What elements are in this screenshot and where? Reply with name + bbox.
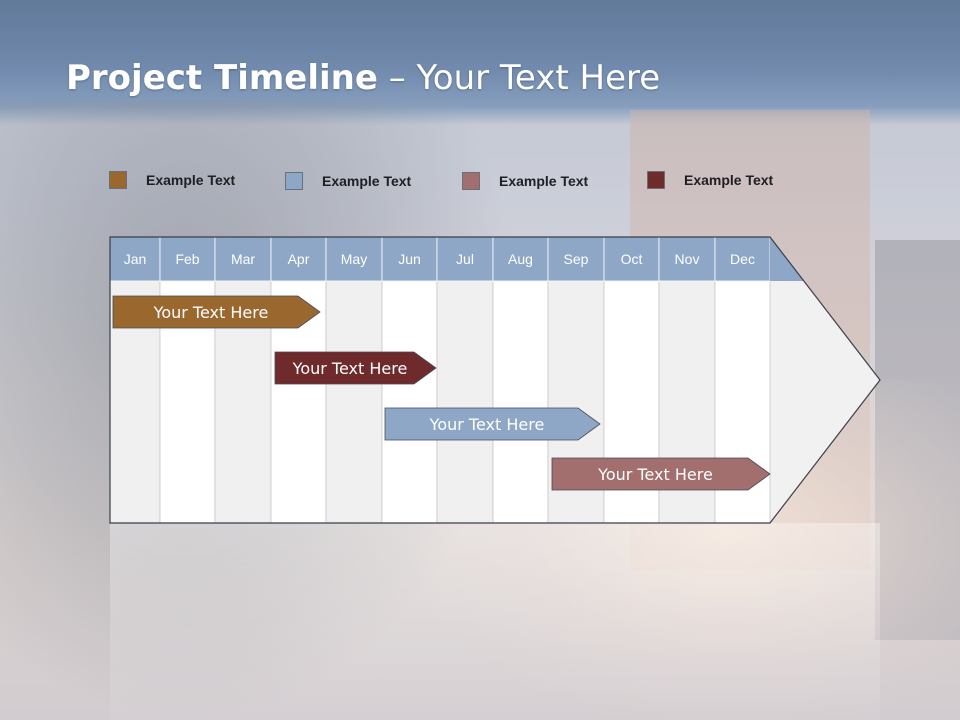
- month-label: Aug: [508, 251, 533, 267]
- task-bar[interactable]: [384, 407, 601, 441]
- month-column: [381, 280, 438, 524]
- task-label: Your Text Here: [292, 359, 408, 378]
- task-label: Your Text Here: [597, 465, 713, 484]
- timeline-arrow-outline: [109, 236, 881, 524]
- slide-title: Project Timeline – Your Text Here: [66, 58, 660, 98]
- legend-item-1: Example Text: [109, 170, 235, 190]
- legend-item-2: Example Text: [285, 171, 411, 191]
- task-label: Your Text Here: [429, 415, 545, 434]
- month-label: Nov: [675, 251, 700, 267]
- month-label: Jun: [398, 251, 421, 267]
- month-label: Mar: [231, 251, 255, 267]
- legend-label: Example Text: [684, 172, 774, 188]
- legend-swatch: [462, 172, 480, 190]
- month-header-cell: [714, 236, 771, 282]
- month-header-cell: [658, 236, 716, 282]
- task-bar[interactable]: [112, 295, 321, 329]
- task-bar[interactable]: [551, 457, 771, 491]
- month-header-cell: [436, 236, 494, 282]
- month-column: [325, 280, 383, 524]
- month-label: Feb: [175, 251, 199, 267]
- month-label: May: [341, 251, 367, 267]
- month-header-cell: [270, 236, 327, 282]
- month-label: Apr: [288, 251, 310, 267]
- legend-swatch: [285, 172, 303, 190]
- legend-swatch: [647, 171, 665, 189]
- task-bar[interactable]: [274, 351, 437, 385]
- month-column: [492, 280, 549, 524]
- legend-swatch: [109, 171, 127, 189]
- month-header-cell: [381, 236, 438, 282]
- month-header-cell: [214, 236, 272, 282]
- month-header-cell: [325, 236, 383, 282]
- month-label: Jan: [124, 251, 147, 267]
- month-header-cell: [603, 236, 660, 282]
- month-header-cell: [109, 236, 161, 282]
- title-rest: – Your Text Here: [377, 58, 661, 98]
- legend-label: Example Text: [322, 173, 412, 189]
- month-header-cell: [159, 236, 216, 282]
- month-label: Oct: [621, 251, 643, 267]
- month-label: Dec: [730, 251, 755, 267]
- month-label: Jul: [456, 251, 474, 267]
- title-bold: Project Timeline: [66, 58, 378, 98]
- legend-label: Example Text: [499, 173, 589, 189]
- legend-label: Example Text: [146, 172, 236, 188]
- legend-item-4: Example Text: [647, 170, 773, 190]
- month-label: Sep: [564, 251, 589, 267]
- task-label: Your Text Here: [153, 303, 269, 322]
- timeline-reflection: [110, 523, 880, 720]
- month-column: [436, 280, 494, 524]
- legend-item-3: Example Text: [462, 171, 588, 191]
